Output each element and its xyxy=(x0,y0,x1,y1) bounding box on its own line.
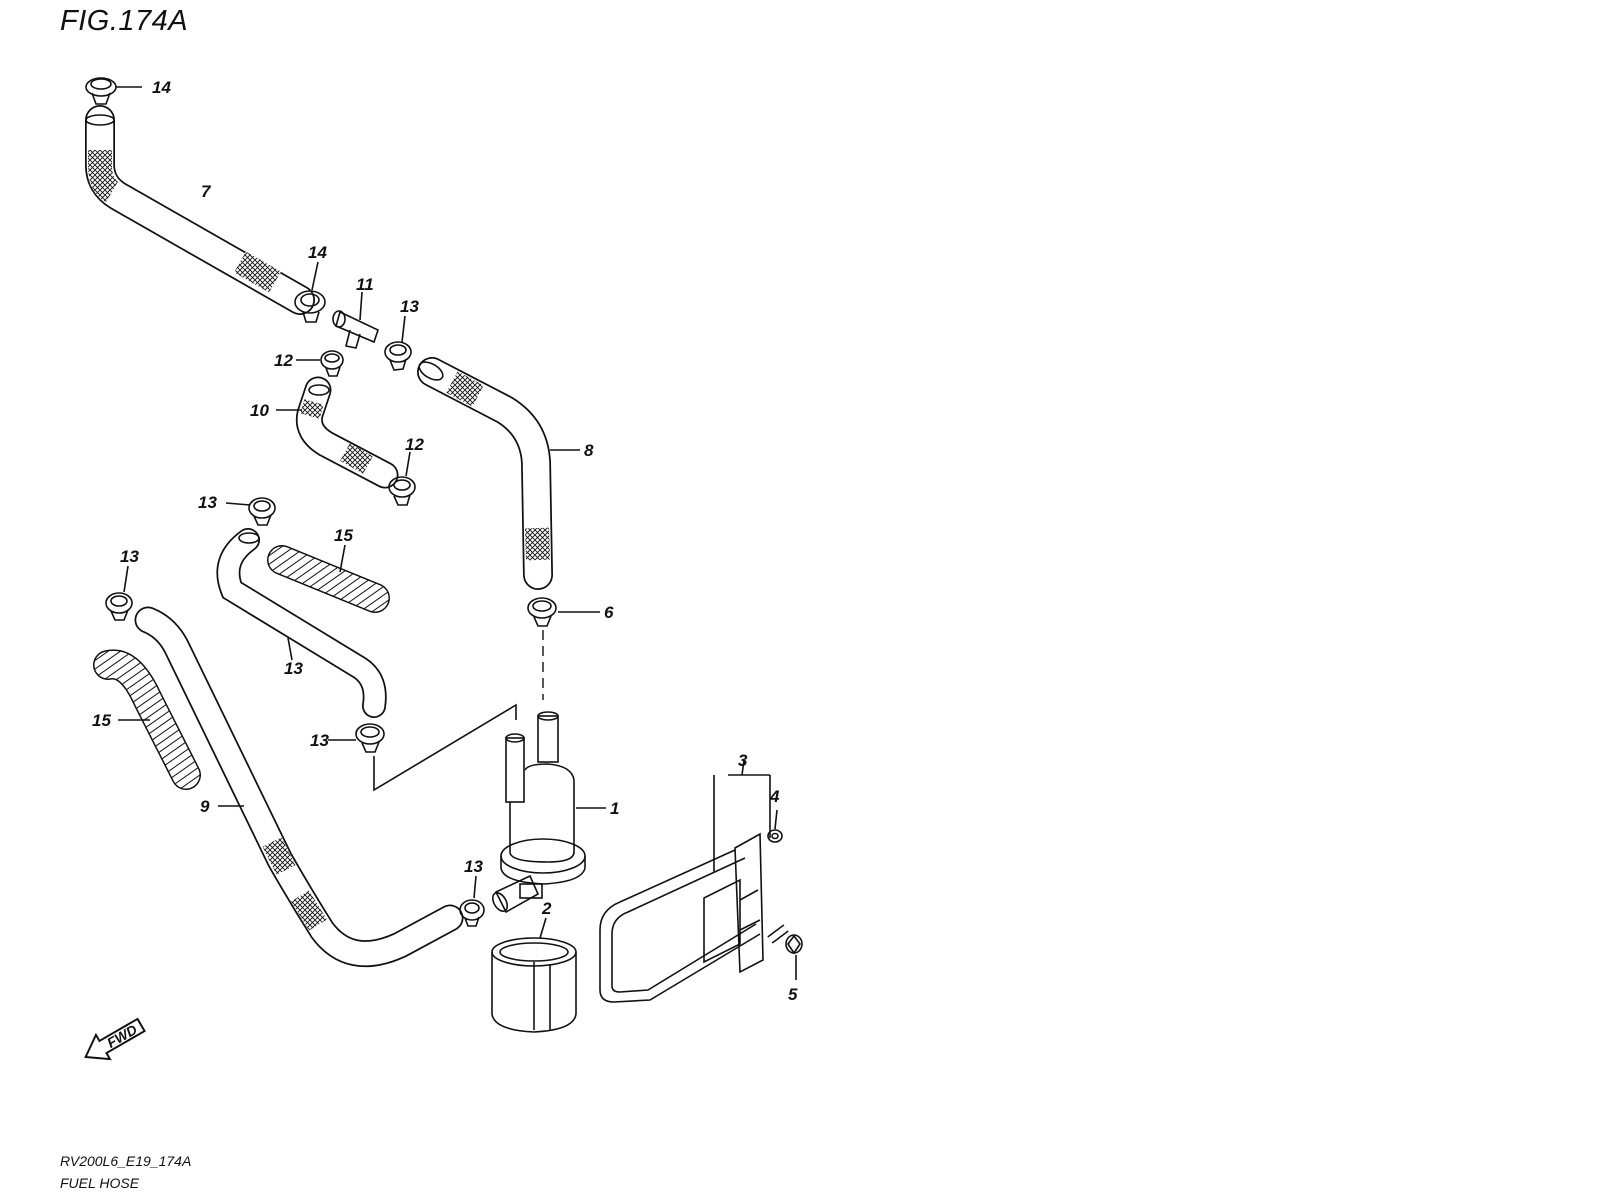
clamp-13-d xyxy=(105,565,133,621)
callout-9: 9 xyxy=(200,797,210,816)
callout-15-upper: 15 xyxy=(334,526,353,545)
protector-15-upper xyxy=(267,544,390,613)
callout-5: 5 xyxy=(788,985,798,1004)
model-code: RV200L6_E19_174A xyxy=(60,1153,191,1169)
callout-13-c: 13 xyxy=(198,493,217,512)
hose-9 xyxy=(134,606,464,968)
callout-10: 10 xyxy=(250,401,269,420)
bolt-5 xyxy=(767,924,803,980)
clamp-13-e xyxy=(328,723,385,753)
callout-13-a: 13 xyxy=(400,297,419,316)
callout-3: 3 xyxy=(738,751,748,770)
fwd-arrow-icon: FWD xyxy=(84,1017,146,1061)
callout-15-lower: 15 xyxy=(92,711,111,730)
callout-7: 7 xyxy=(201,182,212,201)
callout-4: 4 xyxy=(769,787,780,806)
clamp-12-a xyxy=(296,350,344,377)
cushion-2 xyxy=(491,917,577,1033)
callout-6: 13 xyxy=(284,659,303,678)
callout-12-b: 12 xyxy=(405,435,424,454)
leader-6-to-filter xyxy=(373,703,517,792)
callout-14-top: 14 xyxy=(152,78,171,97)
callout-11: 11 xyxy=(356,275,374,294)
bracket-3 xyxy=(599,759,771,1003)
callout-13-e: 13 xyxy=(310,731,329,750)
callout-13-f: 13 xyxy=(464,857,483,876)
rubber-4 xyxy=(767,809,783,843)
callout-1: 1 xyxy=(610,799,619,818)
hose-8 xyxy=(417,357,580,590)
callout-14-mid: 14 xyxy=(308,243,327,262)
clamp-13-f xyxy=(459,875,485,927)
clamp-14-top xyxy=(85,77,142,105)
figure-caption: FUEL HOSE xyxy=(60,1175,140,1191)
fuel-filter-1 xyxy=(491,711,606,914)
callout-13-b: 6 xyxy=(604,603,614,622)
callout-labels: 14 7 14 11 13 12 10 12 8 13 15 13 6 13 1… xyxy=(92,78,798,1004)
clamp-13-b xyxy=(527,597,600,627)
joint-11 xyxy=(332,291,379,349)
hose-7 xyxy=(85,105,315,315)
figure-title: FIG.174A xyxy=(60,5,188,37)
clamp-14-mid xyxy=(294,261,326,323)
clamp-13-c xyxy=(225,497,276,526)
hose-6 xyxy=(216,528,387,718)
callout-12-a: 12 xyxy=(274,351,293,370)
protector-15-lower xyxy=(93,649,201,790)
clamp-13-a xyxy=(384,315,412,371)
callout-2: 2 xyxy=(541,899,552,918)
callout-13-d: 13 xyxy=(120,547,139,566)
clamp-12-b xyxy=(388,451,416,506)
callout-8: 8 xyxy=(584,441,594,460)
hose-10 xyxy=(276,376,399,489)
